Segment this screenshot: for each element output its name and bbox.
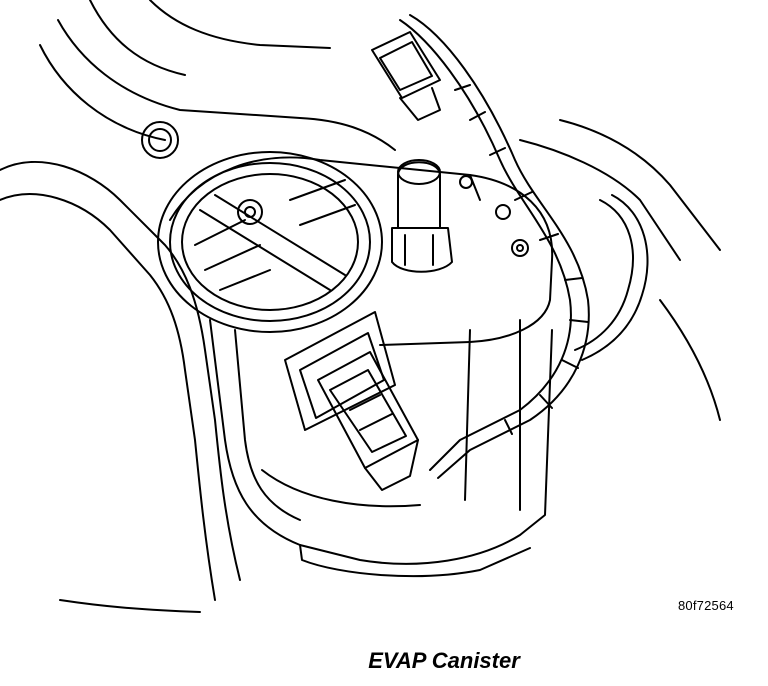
upper-harness-connector [371,31,441,121]
vent-port-nipple [391,159,453,273]
figure-caption: EVAP Canister [368,648,520,673]
canister-body [209,319,553,578]
canister-electrical-connector [284,311,419,491]
canister-top-housing [169,156,554,346]
evap-canister-line-drawing [0,0,721,613]
chassis-panel [0,0,721,613]
figure-caption-wrapper: EVAP Canister [0,648,768,674]
canister-round-cap [157,151,383,333]
mounting-hole [141,121,179,159]
figure-reference-code: 80f72564 [678,598,734,613]
wire-harness [399,14,649,479]
